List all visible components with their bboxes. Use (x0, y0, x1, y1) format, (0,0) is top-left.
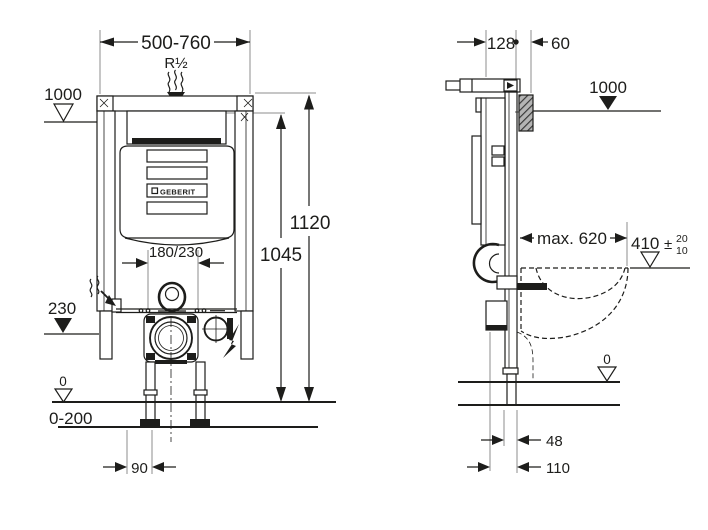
bottom-offset-dimensions: 48 110 (467, 410, 570, 477)
total-height-dimension: 1120 (255, 92, 331, 402)
outlet-height-label: 230 (48, 299, 76, 318)
rod-spacing-dimension: 180/230 (122, 244, 224, 310)
flush-bend (472, 242, 547, 290)
side-actuation-height-datum: 1000 (533, 78, 661, 112)
side-outlet (202, 315, 233, 343)
bowl-height-label: 410 (631, 234, 659, 253)
datum-triangle-filled (599, 96, 617, 110)
tolerance-plus: 20 (676, 233, 688, 245)
wall-offset-label: 60 (551, 34, 570, 53)
supply-height-label: 1045 (260, 245, 302, 266)
front-floor-lines: 0 0-200 (49, 374, 336, 428)
inlet-fitting (157, 281, 187, 313)
tolerance-sign: ± (664, 236, 672, 253)
datum-triangle-open (639, 251, 661, 269)
concealed-cistern: GEBERIT (119, 145, 235, 246)
frame-legs (140, 318, 210, 442)
brand-logo-square-icon (151, 187, 159, 195)
front-view: 500-760 R½ 1000 (44, 30, 336, 477)
front-actuation-height-datum: 1000 (44, 85, 98, 123)
side-cistern-profile (471, 97, 506, 246)
pipe-offset-label: 48 (546, 433, 563, 450)
side-floor-lines: 0 (458, 352, 620, 406)
front-width-dimension: 500-760 (99, 30, 251, 94)
frame-top-rail (96, 95, 254, 112)
supply-height-dimension: 1045 (260, 114, 302, 402)
toilet-bowl-outline (516, 267, 629, 380)
drain-offset-dimension-front: 90 (103, 430, 176, 477)
bowl-projection-dimension: max. 620 (520, 222, 628, 266)
side-floor-zero-label: 0 (603, 352, 611, 367)
frame-right-rail (234, 110, 254, 312)
bowl-projection-label: max. 620 (537, 229, 607, 248)
supply-connection-block (111, 298, 122, 313)
front-actuation-height-label: 1000 (44, 85, 82, 104)
frame-left-rail (96, 110, 116, 312)
frame-depth-label: 128 (487, 34, 515, 53)
outlet-height-datum: 230 (44, 299, 99, 335)
mounting-frame (96, 95, 254, 360)
datum-triangle-open (52, 103, 75, 123)
front-drain-offset-label: 90 (131, 460, 148, 477)
front-floor-zero-label: 0 (59, 374, 67, 389)
wall-bracket-bar (445, 78, 521, 93)
front-width-label: 500-760 (141, 33, 211, 54)
mounting-plate (116, 308, 237, 314)
lightning-arrow-icon (223, 324, 239, 358)
brand-logo-text: GEBERIT (160, 188, 196, 197)
side-outlet-box (485, 300, 508, 471)
water-connection-label: R½ (164, 55, 188, 72)
side-drain-offset-label: 110 (546, 460, 570, 477)
flush-plate-block (515, 94, 538, 132)
total-height-label: 1120 (290, 213, 331, 234)
rod-spacing-label: 180/230 (149, 244, 203, 261)
tolerance-minus: 10 (676, 245, 688, 257)
flush-pipe-stub (517, 283, 547, 290)
floor-adjust-range-label: 0-200 (49, 409, 92, 428)
side-actuation-height-label: 1000 (589, 78, 627, 97)
side-view: 128 60 1000 (445, 30, 690, 477)
bowl-height-datum: 410 ± 20 10 (630, 233, 690, 269)
datum-triangle-filled (54, 318, 72, 333)
alt-water-supply-symbol (89, 275, 116, 306)
side-leg (502, 367, 519, 406)
